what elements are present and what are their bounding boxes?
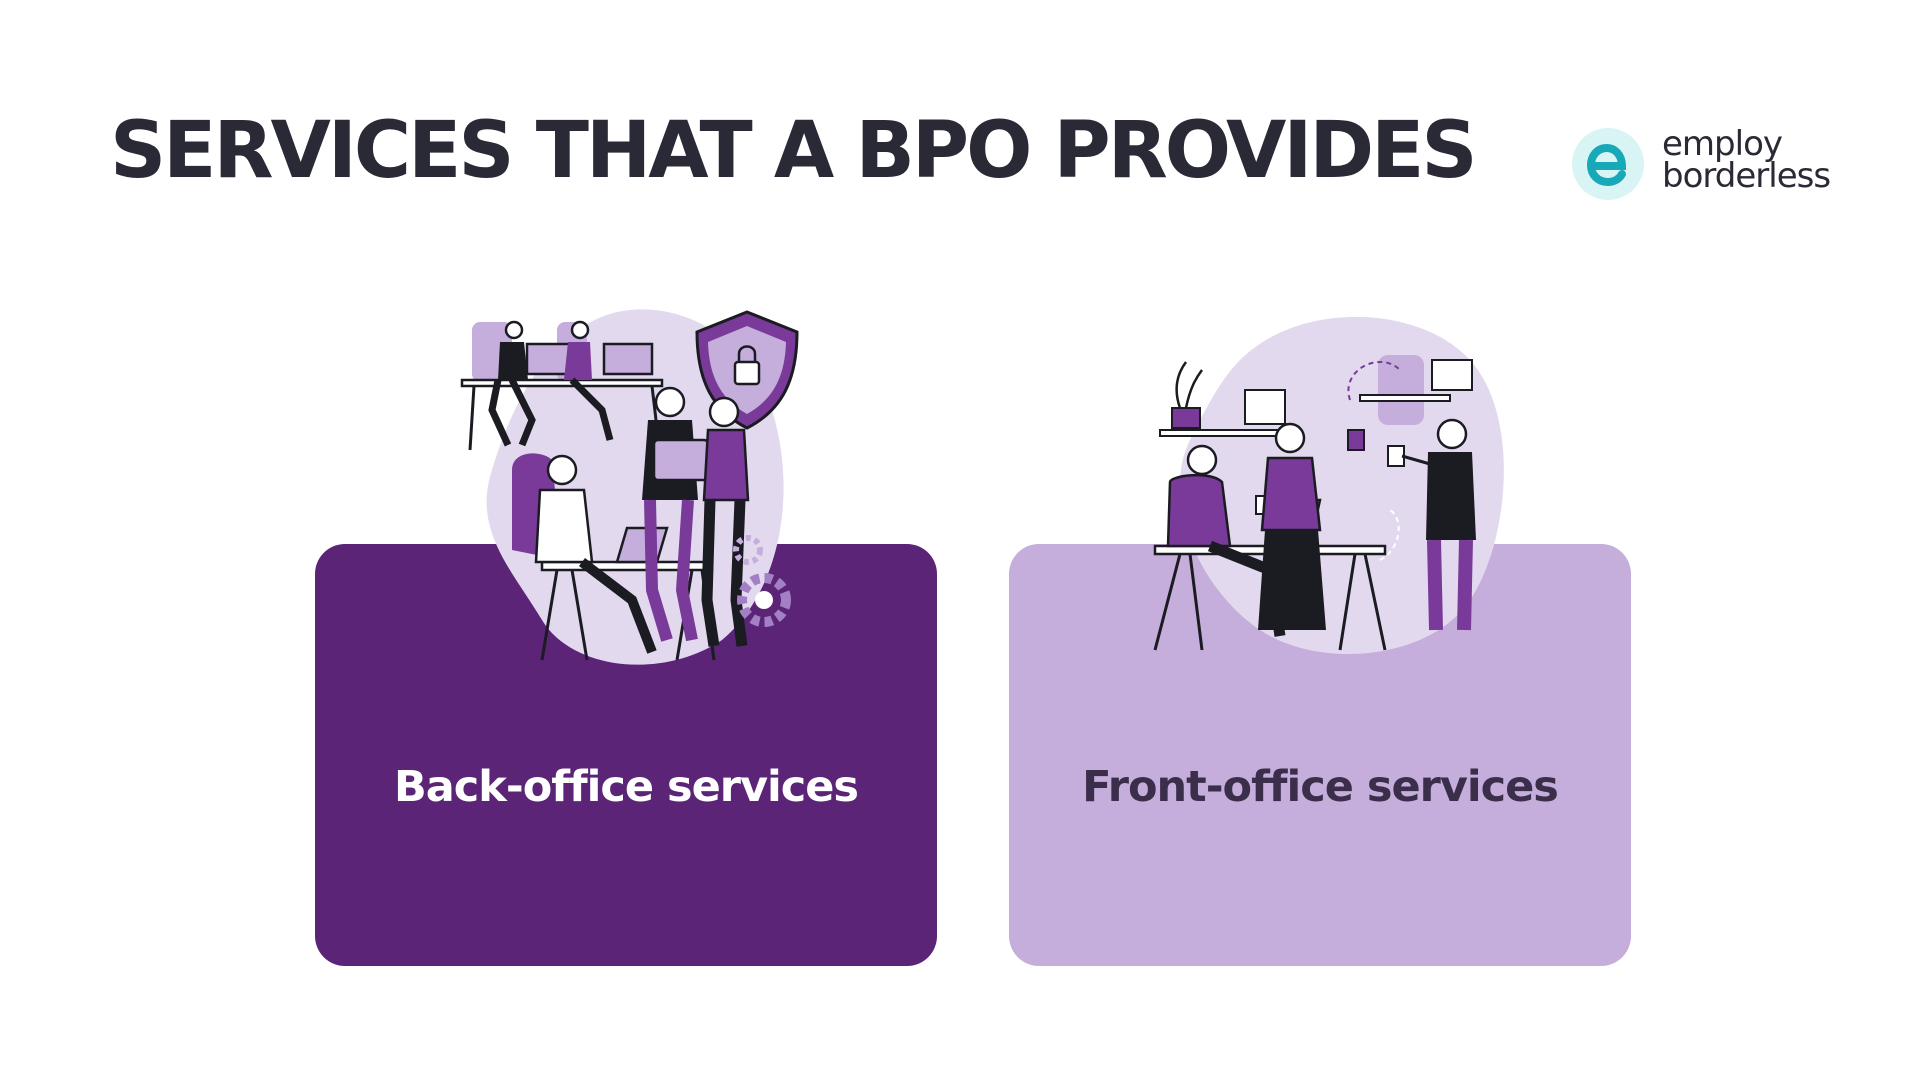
front-office-label: Front-office services xyxy=(1082,762,1559,812)
coworkers-coffee-illustration xyxy=(1153,316,1504,654)
gear-icon xyxy=(733,535,791,627)
back-desk-workers xyxy=(460,320,664,451)
standing-man-coffee xyxy=(1387,418,1476,631)
standing-coworkers xyxy=(642,386,750,647)
page-title: SERVICES THAT A BPO PROVIDES xyxy=(110,106,1478,196)
brand-logo[interactable]: employ borderless xyxy=(1572,124,1872,208)
logo-line-2: borderless xyxy=(1662,156,1831,196)
logo-wordmark: employ borderless xyxy=(1662,124,1831,196)
standing-woman-coffee xyxy=(1258,422,1365,630)
office-team-security-illustration xyxy=(460,309,799,665)
logo-line-1: employ xyxy=(1662,124,1783,164)
back-office-label: Back-office services xyxy=(393,762,859,812)
employ-borderless-logo-icon xyxy=(1572,128,1644,200)
